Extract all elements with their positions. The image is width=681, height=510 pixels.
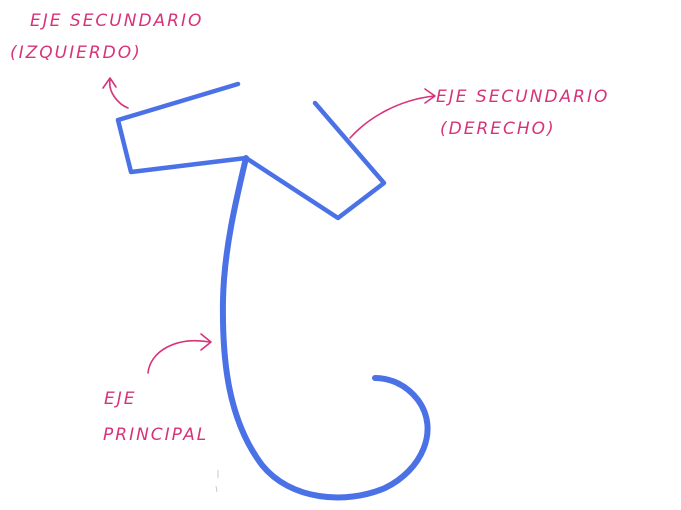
right-secondary-label-line1: EJE SECUNDARIO [436,87,609,107]
left-secondary-axis [115,81,249,175]
right-secondary-label-line2: (DERECHO) [440,119,556,139]
main-axis-label-line1: EJE [104,389,137,409]
paper-marks [215,470,219,493]
right-secondary-arrow [349,88,436,139]
main-axis-arrow [147,333,212,374]
left-secondary-arrow [102,77,129,109]
left-secondary-label-line2: (IZQUIERDO) [10,43,142,63]
right-secondary-axis [243,100,387,221]
main-axis-label-line2: PRINCIPAL [103,425,208,445]
main-axis [219,155,431,501]
left-secondary-label-line1: EJE SECUNDARIO [30,11,203,31]
